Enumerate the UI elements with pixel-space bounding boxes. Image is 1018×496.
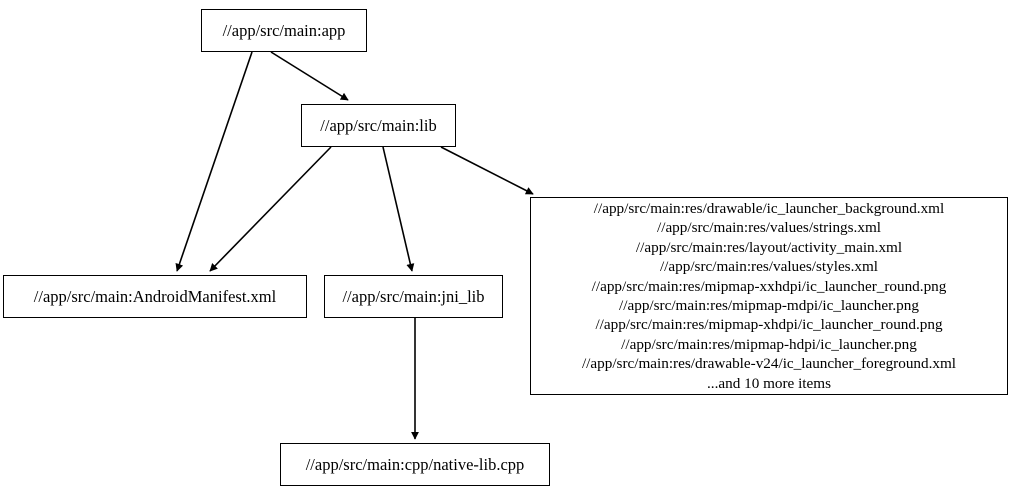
- node-jni-lib[interactable]: //app/src/main:jni_lib: [324, 275, 503, 318]
- node-jni-lib-label: //app/src/main:jni_lib: [342, 286, 485, 306]
- node-app[interactable]: //app/src/main:app: [201, 9, 367, 52]
- node-android-manifest[interactable]: //app/src/main:AndroidManifest.xml: [3, 275, 307, 318]
- edge-app-to-manifest: [175, 51, 253, 272]
- node-resources-group-label: //app/src/main:res/drawable/ic_launcher_…: [581, 199, 957, 392]
- edge-lib-to-jni-lib: [382, 146, 415, 272]
- node-app-label: //app/src/main:app: [222, 20, 346, 40]
- node-android-manifest-label: //app/src/main:AndroidManifest.xml: [33, 286, 277, 306]
- node-native-lib-cpp[interactable]: //app/src/main:cpp/native-lib.cpp: [280, 443, 550, 486]
- node-lib[interactable]: //app/src/main:lib: [301, 104, 456, 147]
- node-lib-label: //app/src/main:lib: [320, 115, 437, 135]
- edge-lib-to-resources: [440, 146, 534, 195]
- node-resources-group[interactable]: //app/src/main:res/drawable/ic_launcher_…: [530, 197, 1008, 395]
- edge-lib-to-manifest: [209, 146, 332, 272]
- edge-app-to-lib: [270, 51, 349, 101]
- node-native-lib-cpp-label: //app/src/main:cpp/native-lib.cpp: [305, 454, 525, 474]
